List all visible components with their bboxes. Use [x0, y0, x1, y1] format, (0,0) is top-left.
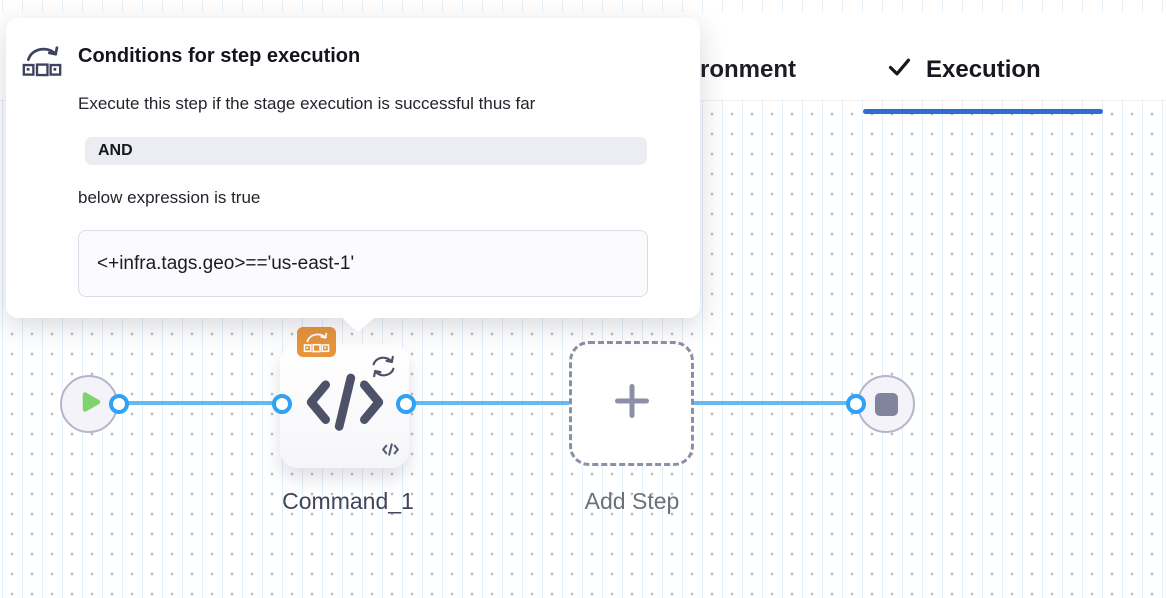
conditional-execution-icon [22, 42, 62, 84]
code-icon-small [382, 443, 399, 461]
loop-icon[interactable] [370, 354, 397, 384]
conditions-popover: Conditions for step execution Execute th… [6, 18, 700, 332]
stop-icon [874, 392, 898, 416]
active-tab-underline [863, 109, 1103, 114]
conditional-execution-badge-icon[interactable] [297, 327, 336, 357]
port-command-in[interactable] [272, 394, 292, 414]
connector-command-to-addstep [404, 401, 572, 405]
tab-environment[interactable]: ronment [700, 56, 796, 83]
popover-caret [342, 318, 374, 332]
step-node-command[interactable] [280, 344, 409, 468]
operator-chip: AND [85, 137, 647, 165]
expression-intro: below expression is true [78, 188, 261, 207]
tab-execution-label: Execution [926, 56, 1041, 83]
step-label-command: Command_1 [282, 488, 414, 514]
port-end-in[interactable] [846, 394, 866, 414]
port-start-out[interactable] [109, 394, 129, 414]
plus-icon [612, 381, 652, 426]
add-step-button[interactable] [569, 341, 694, 466]
connector-addstep-to-end [692, 401, 852, 405]
popover-title: Conditions for step execution [78, 45, 361, 67]
end-node [857, 375, 915, 433]
check-icon [888, 56, 911, 84]
start-node [60, 375, 118, 433]
connector-start-to-command [112, 401, 284, 405]
tab-execution[interactable]: Execution [888, 56, 1041, 84]
expression-value: <+infra.tags.geo>=='us-east-1' [78, 230, 648, 297]
port-command-out[interactable] [396, 394, 416, 414]
step-label-add-step: Add Step [584, 488, 680, 514]
play-icon [80, 390, 103, 419]
popover-description: Execute this step if the stage execution… [78, 94, 536, 113]
code-icon [306, 372, 384, 437]
